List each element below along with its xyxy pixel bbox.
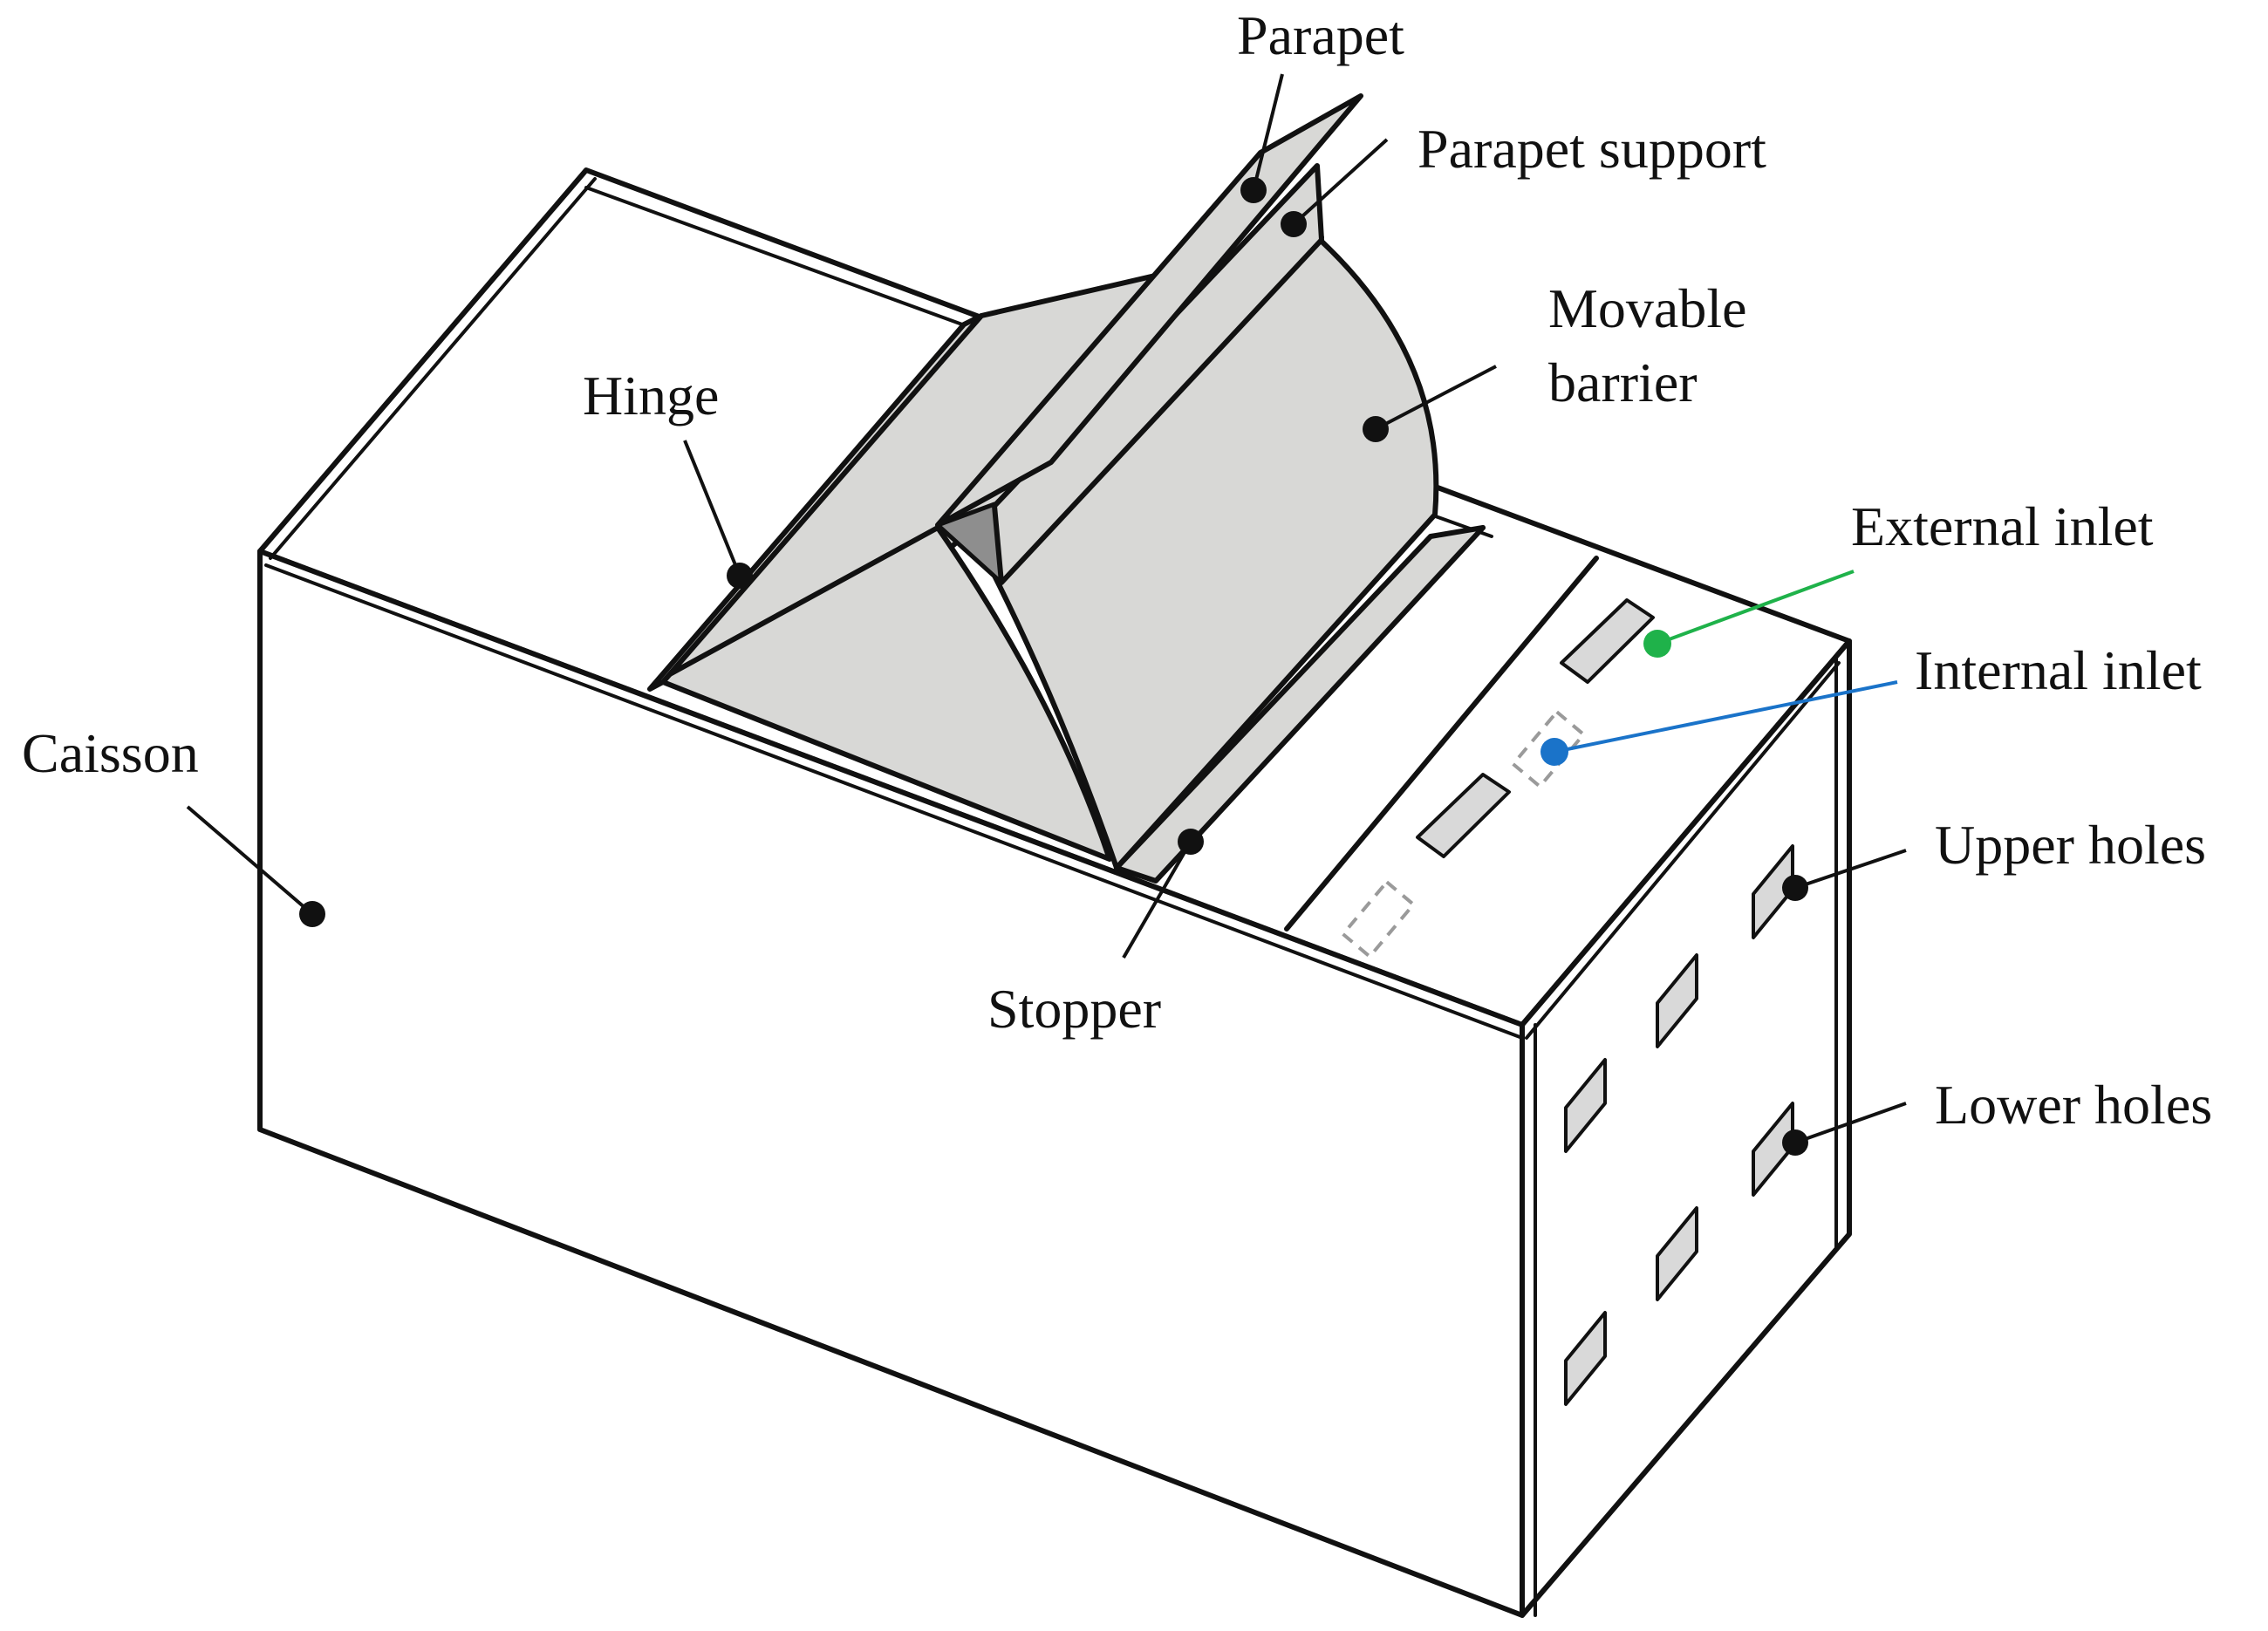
parapet-dot [1240, 177, 1267, 203]
external-inlet-1 [1560, 598, 1655, 684]
movable-barrier-dot [1363, 416, 1389, 442]
movable-barrier-leader [1375, 365, 1497, 431]
stopper-dot [1178, 829, 1204, 855]
stopper [1114, 525, 1486, 884]
upper-holes-leader [1794, 849, 1907, 890]
barrier-curved-fin [656, 525, 1112, 862]
hinge-leader [683, 440, 741, 577]
upper-hole-2 [1656, 953, 1698, 1048]
barrier-hinge-strip [647, 313, 984, 692]
stopper-leader [1122, 840, 1192, 959]
caisson-end-top-rim [1525, 661, 1841, 1040]
lower-holes-dot [1782, 1129, 1808, 1156]
label-movable-barrier-line2: barrier [1548, 351, 1698, 413]
caisson-front-rim [264, 563, 1524, 1040]
parapet-support [992, 163, 1324, 585]
external-inlet-2 [1416, 773, 1511, 858]
label-upper-holes: Upper holes [1935, 814, 2206, 876]
labels: Parapet Parapet support Movable barrier … [22, 4, 2212, 1136]
lower-hole-2 [1656, 1206, 1698, 1301]
lower-hole-3 [1564, 1311, 1607, 1406]
internal-inlet-leader [1554, 680, 1898, 754]
label-lower-holes: Lower holes [1935, 1074, 2212, 1136]
strip-line-2 [1284, 556, 1599, 932]
leaders [186, 73, 1907, 1156]
caisson-back-rim [584, 186, 983, 333]
parapet-edge [936, 461, 1053, 527]
parapet-support-dot [1281, 211, 1307, 237]
parapet-support-leader [1292, 138, 1389, 226]
lower-holes-leader [1794, 1102, 1907, 1144]
label-external-inlet: External inlet [1851, 495, 2154, 557]
parapet-assembly [935, 93, 1363, 585]
caisson-dot [299, 901, 325, 927]
label-stopper: Stopper [987, 978, 1161, 1040]
upper-hole-3 [1564, 1058, 1607, 1153]
label-movable-barrier-line1: Movable [1548, 277, 1747, 339]
external-inlet-dot [1643, 630, 1671, 658]
label-parapet: Parapet [1237, 4, 1404, 66]
internal-inlet-2 [1340, 879, 1417, 959]
upper-holes-dot [1782, 875, 1808, 901]
hinge-dot [727, 563, 753, 589]
stopper-body [1114, 525, 1486, 884]
external-inlet-leader [1657, 570, 1855, 645]
caisson-leader [186, 805, 314, 916]
parapet-leader [1252, 73, 1284, 191]
caisson-top-rim [269, 177, 597, 560]
internal-inlet-dot [1540, 738, 1568, 766]
label-hinge: Hinge [583, 365, 719, 427]
label-internal-inlet: Internal inlet [1915, 639, 2202, 701]
barrier-main-panel [992, 235, 1439, 870]
label-caisson: Caisson [22, 722, 199, 784]
label-parapet-support: Parapet support [1418, 118, 1766, 180]
